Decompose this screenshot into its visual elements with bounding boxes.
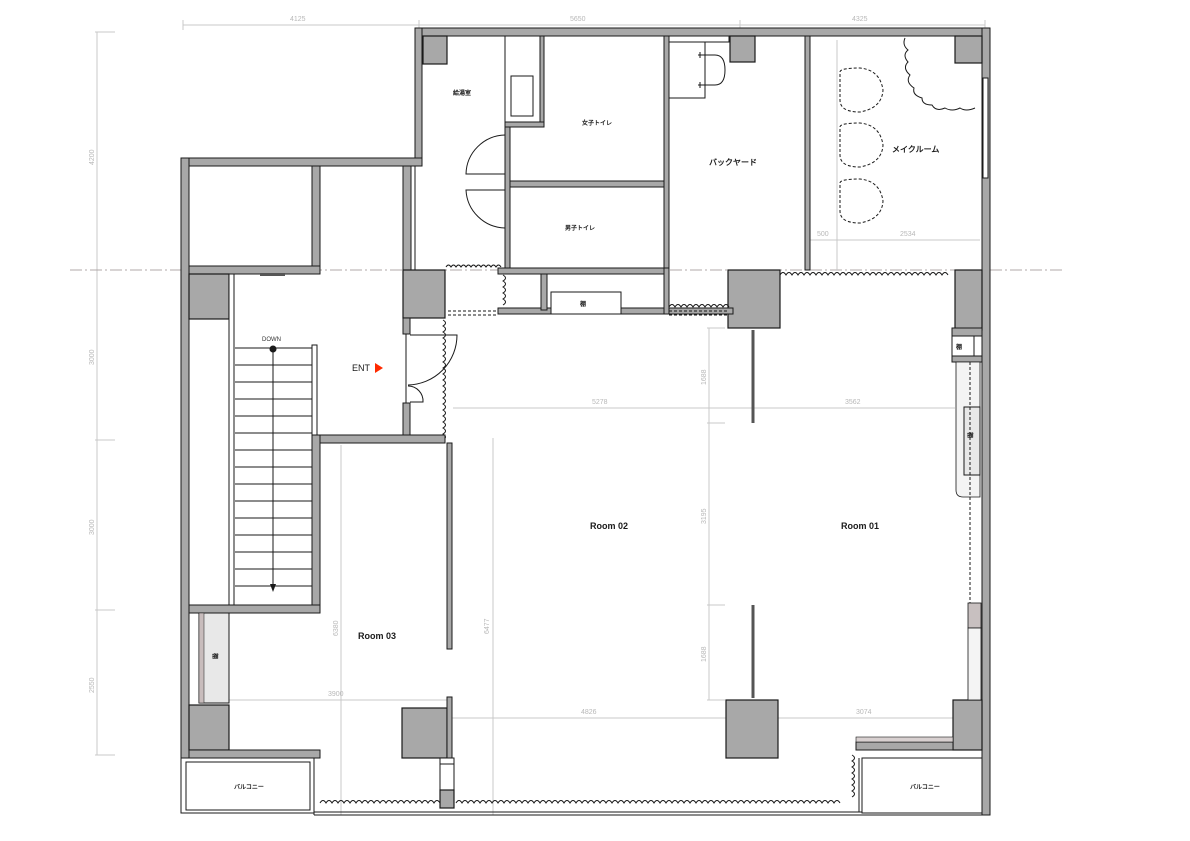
dim-1688-lower: 1688 <box>701 646 708 662</box>
columns <box>188 35 983 759</box>
makeroom-label: メイクルーム <box>892 144 939 154</box>
dim-3562: 3562 <box>845 399 861 406</box>
dim-top-3: 4325 <box>852 16 868 23</box>
dim-6477: 6477 <box>484 618 491 634</box>
room-labels: Room 01 Room 02 Room 03 給湯室 女子トイレ 男子トイレ … <box>234 89 940 791</box>
dim-top-1: 4125 <box>290 16 306 23</box>
shelf-top-label: 棚 <box>580 300 586 308</box>
dim-makeroom-2: 2534 <box>900 231 916 238</box>
kitchenette-label: 給湯室 <box>453 89 471 97</box>
dim-top-2: 5650 <box>570 16 586 23</box>
shelf-left-label: 棚 <box>211 653 219 659</box>
dim-3074: 3074 <box>856 709 872 716</box>
balconies <box>180 736 990 816</box>
curtains <box>319 264 949 804</box>
room02-label: Room 02 <box>590 521 628 531</box>
room03-label: Room 03 <box>358 631 396 641</box>
dim-left-4: 2550 <box>89 677 96 693</box>
backyard-label: バックヤード <box>709 157 757 167</box>
dim-4826: 4826 <box>581 709 597 716</box>
exterior-walls <box>180 27 991 816</box>
dim-left-3: 3000 <box>89 519 96 535</box>
dim-left-1: 4200 <box>89 149 96 165</box>
dim-makeroom-1: 500 <box>817 231 829 238</box>
shelf-right-tall-label: 棚 <box>966 432 974 438</box>
upper-rooms <box>465 35 976 271</box>
dim-1688-upper: 1688 <box>701 369 708 385</box>
balcony-right-label: バルコニー <box>910 783 940 791</box>
entrance[interactable]: ENT <box>319 317 458 444</box>
entrance-label: ENT <box>352 363 371 373</box>
dimension-labels: 4125 5650 4325 4200 3000 3000 2550 500 2… <box>89 16 916 716</box>
lower-left: 棚 <box>188 442 455 809</box>
stair-steps <box>235 347 312 587</box>
entrance-arrow-icon <box>375 363 383 373</box>
stair-start-dot <box>269 345 277 353</box>
dim-left-2: 3000 <box>89 349 96 365</box>
makeroom-chairs <box>839 67 884 224</box>
mens-toilet-label: 男子トイレ <box>565 224 595 232</box>
womens-toilet-label: 女子トイレ <box>582 119 612 127</box>
dim-3900: 3900 <box>328 691 344 698</box>
dim-6380: 6380 <box>333 620 340 636</box>
down-arrow-icon <box>270 584 276 592</box>
dim-3195: 3195 <box>701 508 708 524</box>
middle-walls: 棚 <box>448 267 734 316</box>
right-shelves: 棚 棚 <box>951 327 983 701</box>
balcony-left-label: バルコニー <box>234 783 264 791</box>
shelf-top <box>550 291 622 315</box>
stairs-down-label: DOWN <box>262 337 281 343</box>
stair-block: DOWN <box>188 273 321 614</box>
shelf-right-small-label: 棚 <box>956 343 962 351</box>
dim-5278: 5278 <box>592 399 608 406</box>
room01-label: Room 01 <box>841 521 879 531</box>
